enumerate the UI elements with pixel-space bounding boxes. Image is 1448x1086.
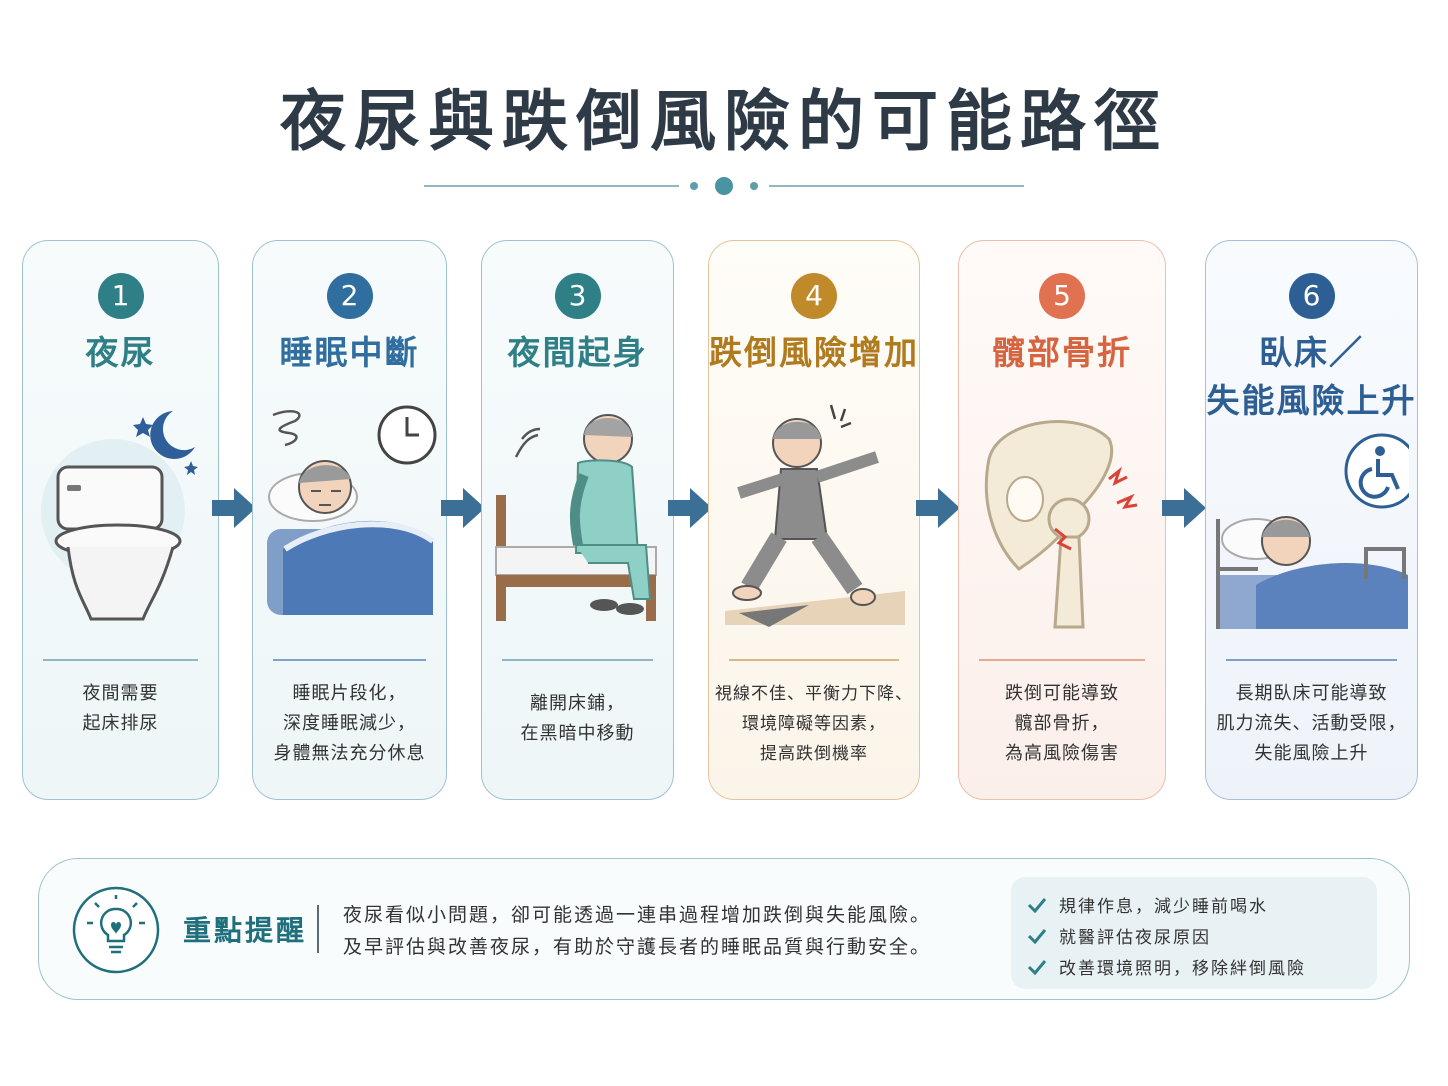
step-title-1: 夜尿: [85, 333, 156, 372]
step-rule-3: [502, 659, 653, 661]
step-number-5: 5: [1039, 273, 1085, 319]
step-rule-5: [979, 659, 1145, 661]
step-number-4: 4: [791, 273, 837, 319]
checkmark-icon: [1027, 959, 1047, 975]
checkmark-icon: [1027, 928, 1047, 944]
step-title-3: 夜間起身: [507, 333, 648, 372]
arrow-right-icon: [916, 488, 960, 528]
arrow-right-icon: [212, 488, 256, 528]
elder-slipping-icon: [725, 404, 905, 627]
arrow-right-icon: [1162, 488, 1206, 528]
step-desc-1: 夜間需要 起床排尿: [82, 683, 159, 734]
step-card-2: 2 睡眠中斷 睡眠片段化， 深度睡眠減少， 身體無法充分休息: [252, 240, 447, 800]
step-number-6: 6: [1288, 273, 1335, 319]
step-desc-3: 離開床鋪， 在黑暗中移動: [520, 693, 635, 744]
arrow-right-icon: [668, 488, 712, 528]
step-title-2: 睡眠中斷: [279, 333, 420, 372]
sleeping-elder-icon: [267, 405, 437, 615]
step-rule-4: [729, 659, 899, 661]
step-number-1: 1: [97, 273, 144, 319]
step-card-1: 1 夜尿 夜間需要 起床排尿: [22, 240, 219, 800]
arrow-right-icon: [441, 488, 485, 528]
lightbulb-icon: [72, 886, 160, 974]
step-rule-2: [273, 659, 426, 661]
check-item: 改善環境照明，移除絆倒風險: [1027, 951, 1377, 982]
step-desc-2: 睡眠片段化， 深度睡眠減少， 身體無法充分休息: [273, 683, 426, 764]
step-title-5: 髖部骨折: [992, 333, 1132, 372]
step-desc-6: 長期臥床可能導致 肌力流失、活動受限， 失能風險上升: [1216, 683, 1407, 764]
toilet-icon: [41, 411, 198, 621]
step-number-3: 3: [554, 273, 601, 319]
step-rule-6: [1226, 659, 1397, 661]
step-desc-4: 視線不佳、平衡力下降、 環境障礙等因素， 提高跌倒機率: [715, 684, 913, 764]
title-divider: [424, 177, 1024, 195]
step-card-4: 4 跌倒風險增加 視線不佳、平衡力下降、 環境障礙等因素， 提高跌倒機率: [708, 240, 920, 800]
step-desc-5: 跌倒可能導致 髖部骨折， 為高風險傷害: [1005, 683, 1119, 764]
step-card-5: 5 髖部骨折 跌倒可能導致 髖部骨折， 為高風險傷害: [958, 240, 1166, 800]
step-rule-1: [43, 659, 198, 661]
note-separator: [317, 905, 319, 953]
hip-fracture-icon: [984, 420, 1138, 629]
step-card-3: 3 夜間起身 離開床鋪， 在黑暗中移動: [481, 240, 674, 800]
step-number-2: 2: [326, 273, 373, 319]
step-title-6: 臥床／ 失能風險上升: [1206, 333, 1417, 420]
note-title: 重點提醒: [183, 914, 308, 947]
step-card-6: 6 臥床／ 失能風險上升 長期臥床可能導致 肌力流失、活動受限， 失能風險上升: [1205, 240, 1418, 800]
check-item: 就醫評估夜尿原因: [1027, 920, 1377, 951]
key-reminder-box: 重點提醒 夜尿看似小問題，卻可能透過一連串過程增加跌倒與失能風險。 及早評估與改…: [38, 858, 1410, 1000]
checkmark-icon: [1027, 897, 1047, 913]
check-item: 規律作息，減少睡前喝水: [1027, 889, 1377, 920]
checklist: 規律作息，減少睡前喝水 就醫評估夜尿原因 改善環境照明，移除絆倒風險: [1011, 877, 1377, 989]
elder-sitting-bed-icon: [495, 414, 657, 621]
bedridden-elder-icon: [1216, 433, 1409, 629]
note-text: 夜尿看似小問題，卻可能透過一連串過程增加跌倒與失能風險。 及早評估與改善夜尿，有…: [343, 904, 932, 958]
page-title: 夜尿與跌倒風險的可能路徑: [280, 82, 1168, 160]
step-title-4: 跌倒風險增加: [709, 333, 919, 372]
